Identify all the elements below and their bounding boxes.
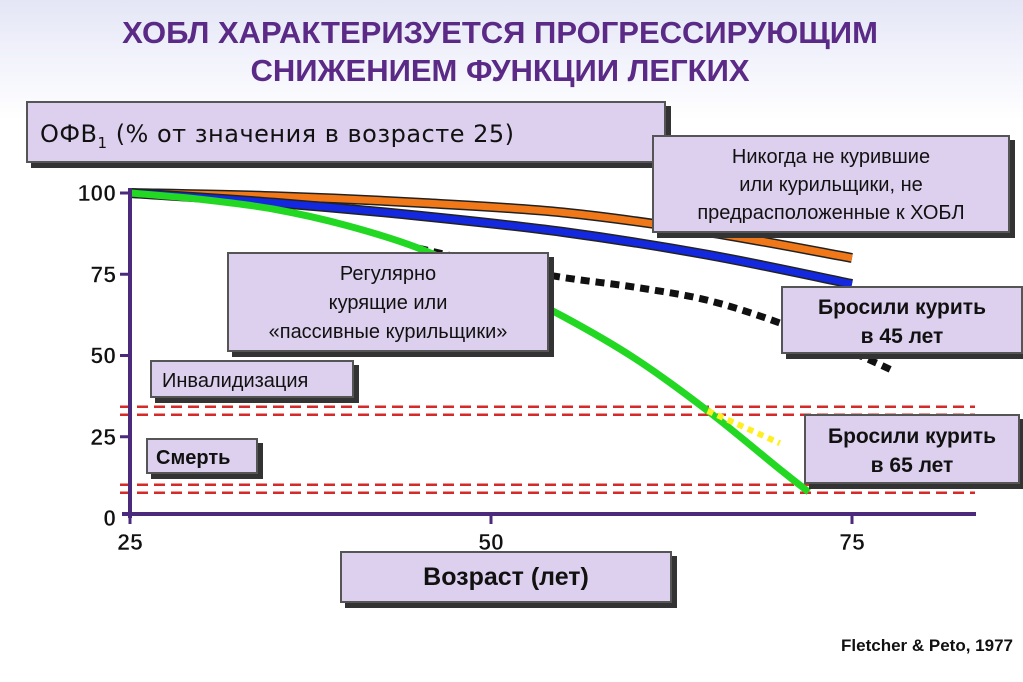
series-line-never	[129, 189, 853, 262]
x-axis-label: Возраст (лет)	[423, 563, 589, 591]
legend-quit-at-65: Бросили курить в 65 лет	[804, 414, 1020, 484]
y-tick-label: 50	[90, 343, 116, 369]
axes	[122, 188, 976, 518]
source-credit: Fletcher & Peto, 1977	[841, 636, 1013, 655]
y-tick-label: 0	[103, 505, 116, 531]
legend-regular-smokers: Регулярно курящие или «пассивные курильщ…	[227, 252, 549, 352]
series-line-quit65	[706, 408, 782, 446]
legend-quit-at-45: Бросили курить в 45 лет	[781, 286, 1023, 354]
y-tick-label: 75	[90, 261, 116, 287]
series-line-non_susceptible	[129, 189, 853, 288]
x-tick-label: 25	[117, 529, 143, 555]
y-axis-label-box: ОФВ1 (% от значения в возрасте 25)	[26, 101, 666, 163]
page-title: ХОБЛ ХАРАКТЕРИЗУЕТСЯ ПРОГРЕССИРУЮЩИМ СНИ…	[0, 14, 1000, 90]
label-disability: Инвалидизация	[150, 360, 354, 398]
x-tick-label: 50	[478, 529, 504, 555]
y-axis-label: ОФВ1 (% от значения в возрасте 25)	[40, 120, 515, 152]
x-axis-label-box: Возраст (лет)	[340, 551, 672, 603]
legend-never-smokers: Никогда не курившие или курильщики, не п…	[652, 135, 1010, 233]
y-tick-label: 100	[78, 180, 116, 206]
title-line-1: ХОБЛ ХАРАКТЕРИЗУЕТСЯ ПРОГРЕССИРУЮЩИМ	[122, 15, 878, 50]
x-tick-label: 75	[839, 529, 865, 555]
y-tick-label: 25	[90, 424, 116, 450]
threshold-lines	[120, 405, 975, 494]
title-line-2: СНИЖЕНИЕМ ФУНКЦИИ ЛЕГКИХ	[250, 53, 750, 88]
label-death: Смерть	[146, 438, 258, 474]
